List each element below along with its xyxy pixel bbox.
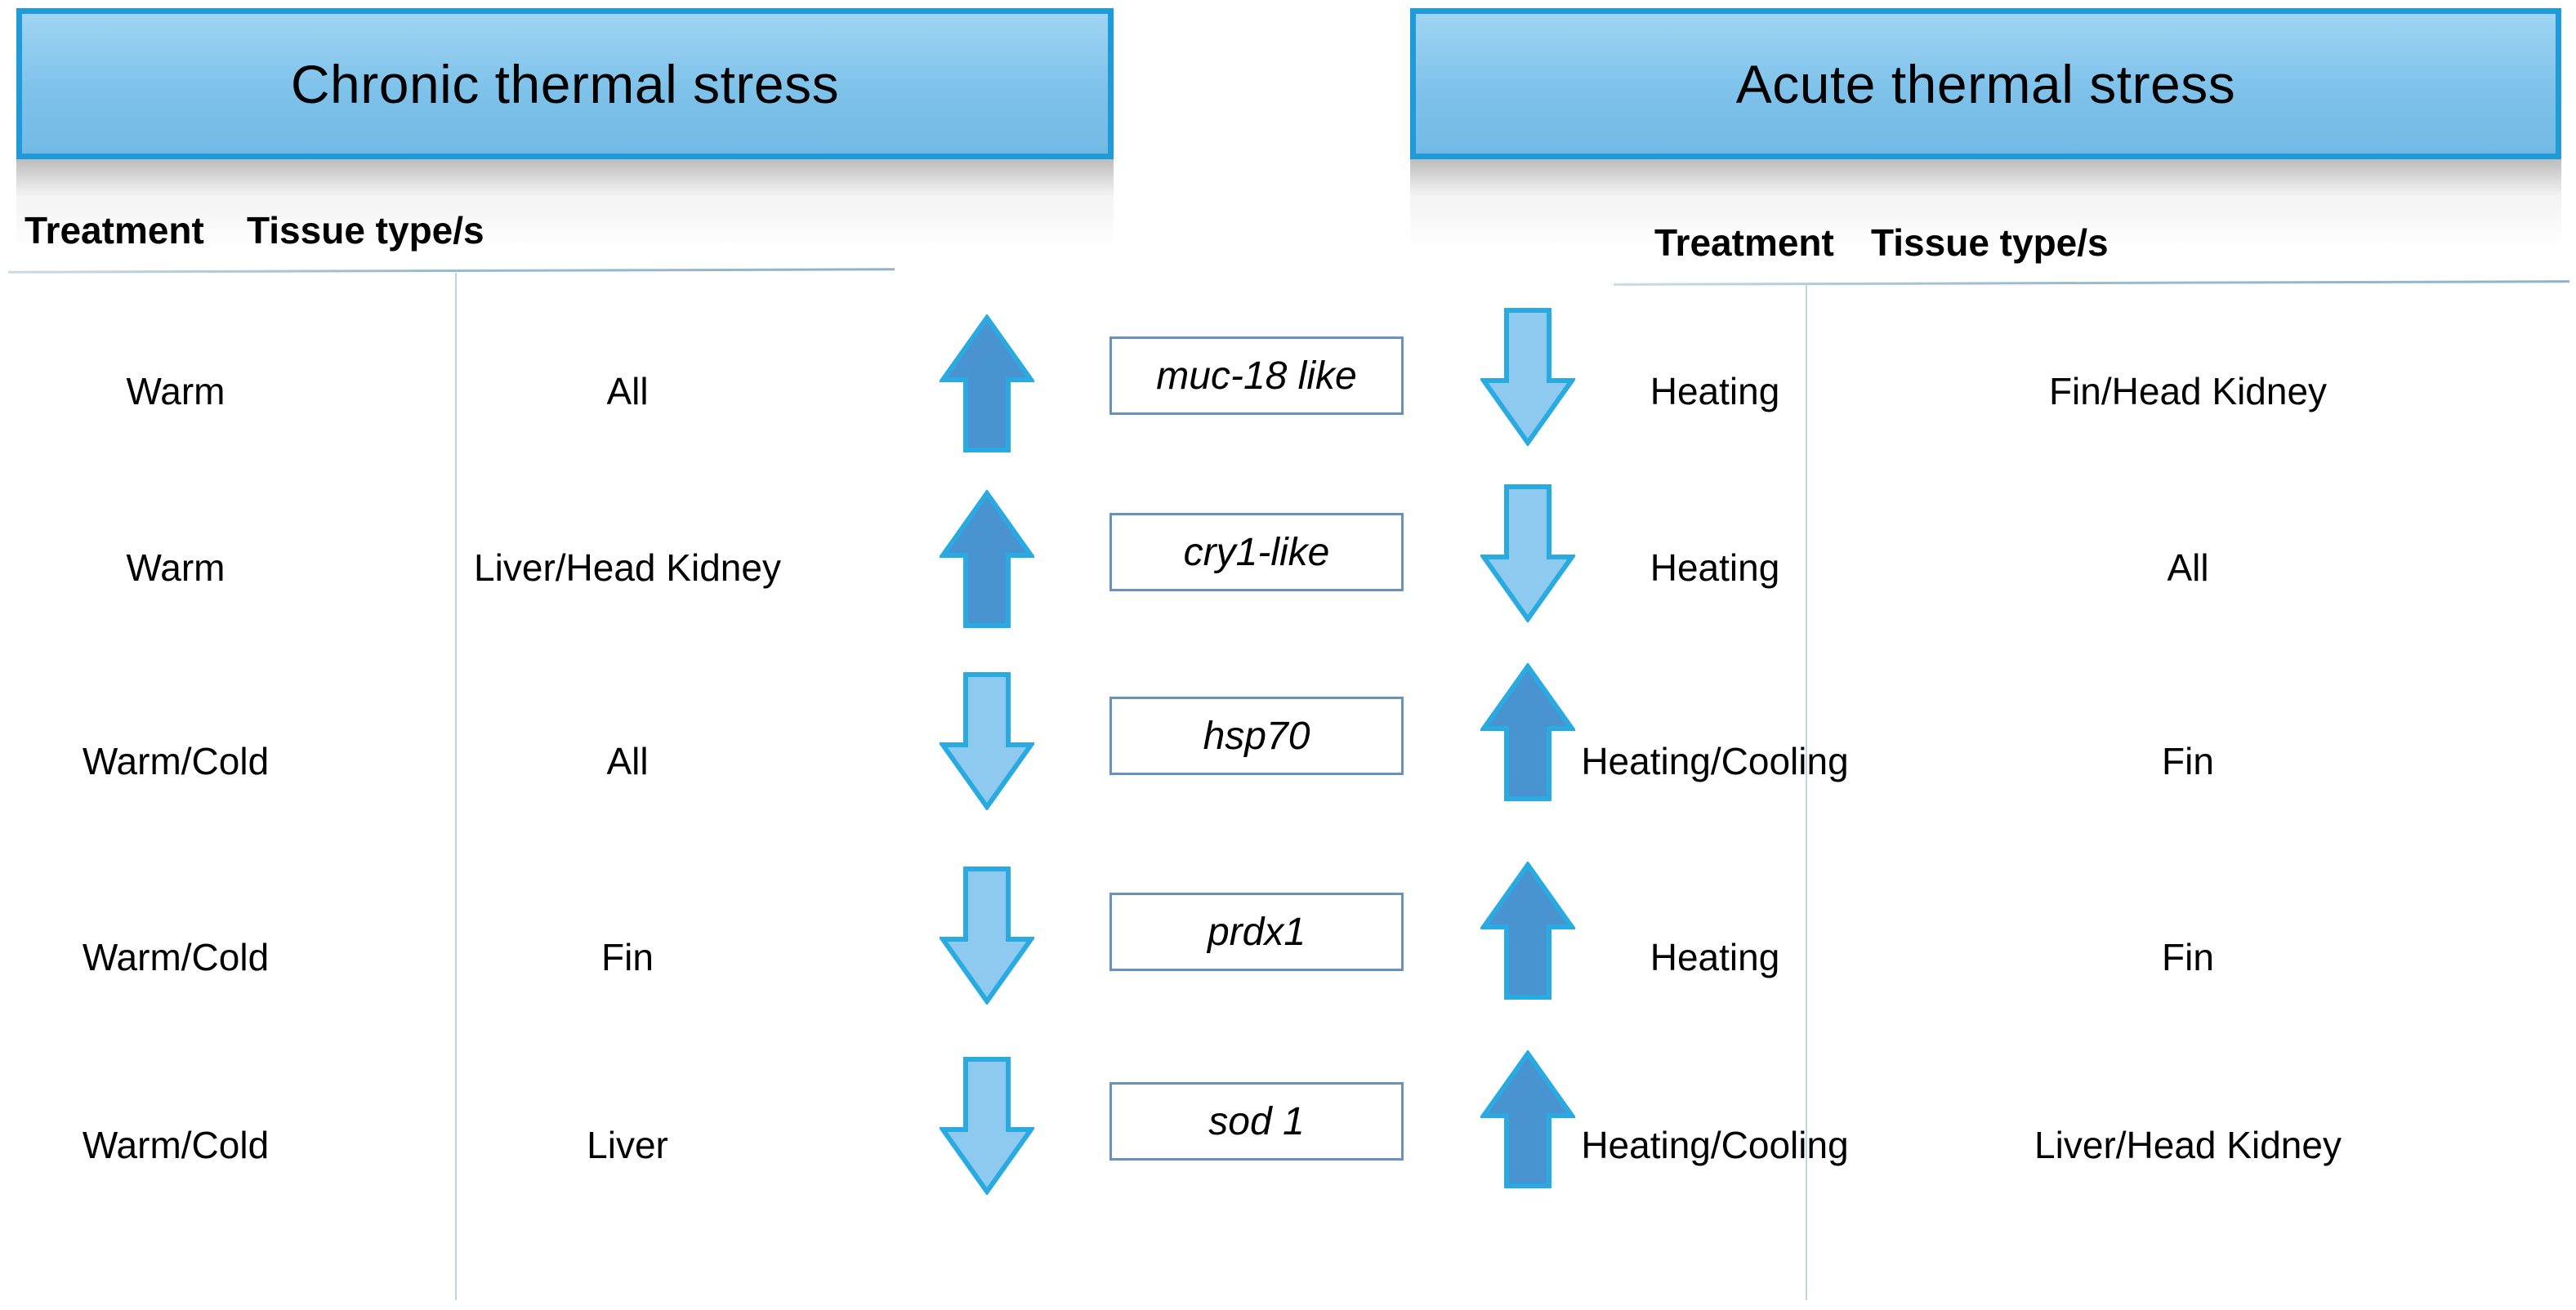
gene-box-sod1: sod 1 [1109,1082,1404,1161]
acute-stress-table: Treatment Tissue type/s Heating Fin/Head… [1581,0,2576,1310]
right-cell-treatment-3: Heating [1650,936,1780,978]
right-cell-tissue-0: Fin/Head Kidney [2048,370,2328,412]
chronic-stress-table: Treatment Tissue type/s Warm All Warm Li… [0,0,980,1310]
gene-label-cry1: cry1-like [1183,530,1330,574]
right-cell-treatment-2: Heating/Cooling [1581,740,1849,782]
left-table-header-rule [7,268,895,274]
right-column-header-tissue: Tissue type/s [1871,221,2109,264]
left-table-column-divider [455,273,457,1300]
banner-chronic-title: Chronic thermal stress [290,53,840,114]
banner-acute-title: Acute thermal stress [1735,53,2236,114]
gene-box-hsp70: hsp70 [1109,697,1404,775]
gene-label-sod1: sod 1 [1208,1099,1305,1143]
right-cell-tissue-2: Fin [2162,740,2214,782]
arrow-down-icon [940,866,1034,1005]
left-column-header-treatment: Treatment [25,209,204,252]
right-column-header-treatment: Treatment [1654,221,1834,264]
left-cell-tissue-4: Liver [587,1124,668,1166]
right-table-header-rule [1613,280,2570,286]
right-cell-treatment-0: Heating [1650,370,1780,412]
arrow-down-icon [1480,483,1575,622]
left-cell-treatment-2: Warm/Cold [82,740,270,782]
gene-label-muc18: muc-18 like [1156,354,1357,398]
left-cell-treatment-0: Warm [126,370,225,412]
right-cell-treatment-1: Heating [1650,546,1780,589]
gene-box-cry1: cry1-like [1109,513,1404,591]
gene-label-hsp70: hsp70 [1203,714,1310,758]
right-cell-treatment-4: Heating/Cooling [1581,1124,1849,1166]
arrow-down-icon [940,1056,1034,1195]
right-cell-tissue-3: Fin [2162,936,2214,978]
left-column-header-tissue: Tissue type/s [247,209,484,252]
arrow-up-icon [1480,1050,1575,1189]
right-cell-tissue-1: All [2167,546,2209,589]
arrow-down-icon [940,671,1034,810]
gene-label-prdx1: prdx1 [1207,910,1306,954]
left-cell-tissue-2: All [606,740,649,782]
left-cell-treatment-4: Warm/Cold [82,1124,270,1166]
gene-regulation-column: muc-18 like cry1-like hsp70 [931,0,1609,1310]
arrow-up-icon [940,490,1034,629]
left-cell-tissue-1: Liver/Head Kidney [474,546,781,589]
arrow-up-icon [1480,862,1575,1000]
right-table-column-divider [1806,285,1807,1300]
gene-box-muc18: muc-18 like [1109,336,1404,415]
arrow-down-icon [1480,307,1575,446]
banner-chronic-thermal-stress: Chronic thermal stress [16,8,1114,159]
right-cell-tissue-4: Liver/Head Kidney [2034,1124,2342,1166]
left-cell-treatment-3: Warm/Cold [82,936,270,978]
left-cell-tissue-0: All [606,370,649,412]
banner-acute-thermal-stress: Acute thermal stress [1410,8,2561,159]
left-cell-tissue-3: Fin [601,936,654,978]
gene-box-prdx1: prdx1 [1109,893,1404,971]
arrow-up-icon [1480,663,1575,802]
arrow-up-icon [940,314,1034,453]
left-cell-treatment-1: Warm [126,546,225,589]
